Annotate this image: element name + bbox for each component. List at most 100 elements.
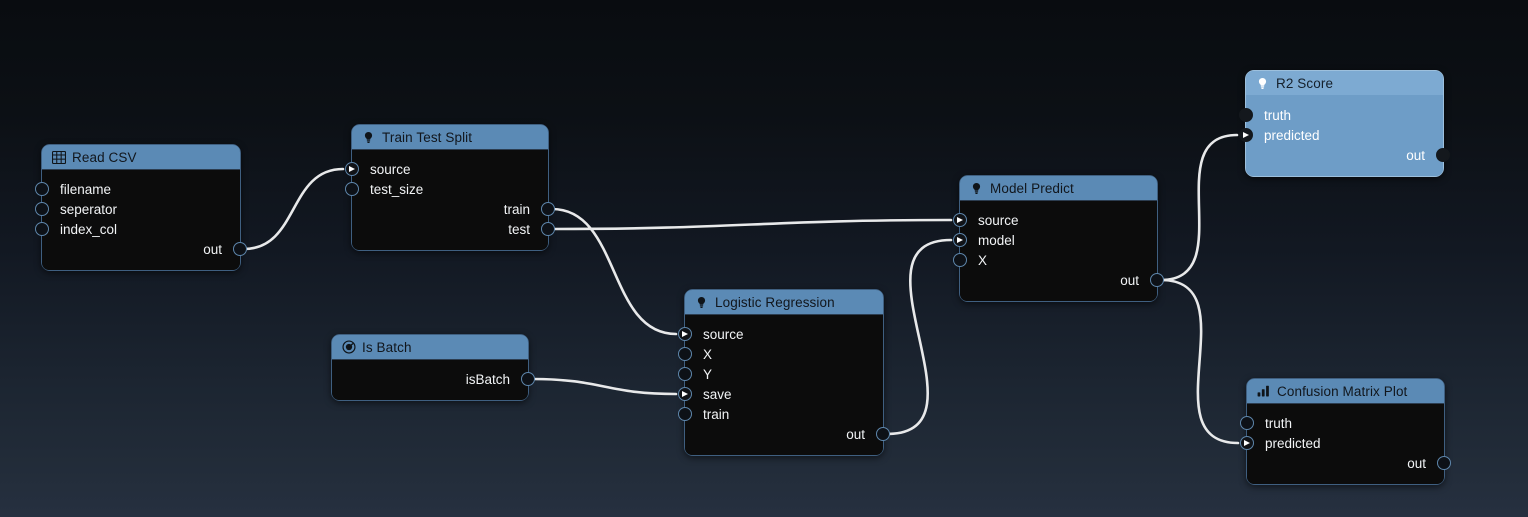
output-port-row-logistic-regression-out[interactable]: out	[685, 424, 890, 444]
output-port-is-batch-isBatch[interactable]	[521, 372, 535, 386]
output-port-read-csv-out[interactable]	[233, 242, 247, 256]
node-is-batch[interactable]: Is Batch isBatch	[331, 334, 535, 401]
input-port-label: predicted	[1264, 127, 1320, 143]
input-port-row-confusion-matrix-plot-truth[interactable]: truth	[1240, 413, 1444, 433]
input-port-row-logistic-regression-X[interactable]: X	[678, 344, 883, 364]
input-port-r2-score-truth[interactable]	[1239, 108, 1253, 122]
input-port-label: source	[978, 212, 1019, 228]
node-title-model-predict: Model Predict	[990, 180, 1074, 196]
node-title-confusion-matrix-plot: Confusion Matrix Plot	[1277, 383, 1408, 399]
input-port-label: predicted	[1265, 435, 1321, 451]
input-port-row-model-predict-model[interactable]: model	[953, 230, 1157, 250]
lightbulb-icon	[969, 181, 984, 196]
input-port-label: X	[978, 252, 988, 268]
input-port-row-model-predict-X[interactable]: X	[953, 250, 1157, 270]
edge-predict-to-confusion[interactable]	[1159, 278, 1240, 445]
output-port-r2-score-out[interactable]	[1436, 148, 1450, 162]
output-port-label: out	[203, 241, 222, 257]
input-port-logistic-regression-save[interactable]	[678, 387, 692, 401]
output-port-model-predict-out[interactable]	[1150, 273, 1164, 287]
input-port-label: model	[978, 232, 1015, 248]
node-header-logistic-regression[interactable]: Logistic Regression	[685, 290, 883, 315]
lightbulb-icon	[694, 295, 709, 310]
node-title-read-csv: Read CSV	[72, 149, 137, 165]
dial-icon	[341, 340, 356, 355]
input-port-row-read-csv-filename[interactable]: filename	[35, 179, 240, 199]
output-port-label: test	[508, 221, 530, 237]
input-port-read-csv-seperator[interactable]	[35, 202, 49, 216]
node-header-model-predict[interactable]: Model Predict	[960, 176, 1157, 201]
input-port-row-logistic-regression-save[interactable]: save	[678, 384, 883, 404]
input-port-row-read-csv-index_col[interactable]: index_col	[35, 219, 240, 239]
input-port-row-confusion-matrix-plot-predicted[interactable]: predicted	[1240, 433, 1444, 453]
input-port-r2-score-predicted[interactable]	[1239, 128, 1253, 142]
input-port-logistic-regression-train[interactable]	[678, 407, 692, 421]
node-header-r2-score[interactable]: R2 Score	[1246, 71, 1443, 96]
output-port-row-read-csv-out[interactable]: out	[42, 239, 247, 259]
edge-split-test-to-predict[interactable]	[550, 218, 953, 231]
table-grid-icon	[51, 150, 66, 165]
output-port-label: train	[503, 201, 530, 217]
input-port-read-csv-index_col[interactable]	[35, 222, 49, 236]
edge-split-train-to-logreg[interactable]	[550, 207, 678, 336]
output-port-label: out	[846, 426, 865, 442]
input-port-label: test_size	[370, 181, 424, 197]
node-body-r2-score: truth predicted out	[1239, 96, 1450, 176]
input-port-label: source	[370, 161, 411, 177]
input-port-train-test-split-source[interactable]	[345, 162, 359, 176]
input-port-logistic-regression-X[interactable]	[678, 347, 692, 361]
input-port-row-read-csv-seperator[interactable]: seperator	[35, 199, 240, 219]
node-header-read-csv[interactable]: Read CSV	[42, 145, 240, 170]
input-port-train-test-split-test_size[interactable]	[345, 182, 359, 196]
output-port-train-test-split-test[interactable]	[541, 222, 555, 236]
node-header-is-batch[interactable]: Is Batch	[332, 335, 528, 360]
input-port-row-r2-score-truth[interactable]: truth	[1239, 105, 1443, 125]
input-port-model-predict-X[interactable]	[953, 253, 967, 267]
output-port-row-model-predict-out[interactable]: out	[960, 270, 1164, 290]
input-port-model-predict-source[interactable]	[953, 213, 967, 227]
input-port-row-logistic-regression-source[interactable]: source	[678, 324, 883, 344]
input-port-row-logistic-regression-Y[interactable]: Y	[678, 364, 883, 384]
input-port-row-train-test-split-test_size[interactable]: test_size	[345, 179, 548, 199]
input-port-row-r2-score-predicted[interactable]: predicted	[1239, 125, 1443, 145]
input-port-label: index_col	[60, 221, 118, 237]
output-port-train-test-split-train[interactable]	[541, 202, 555, 216]
input-port-confusion-matrix-plot-predicted[interactable]	[1240, 436, 1254, 450]
input-port-confusion-matrix-plot-truth[interactable]	[1240, 416, 1254, 430]
node-r2-score[interactable]: R2 Score truth predicted out	[1239, 70, 1450, 177]
output-port-confusion-matrix-plot-out[interactable]	[1437, 456, 1451, 470]
output-port-label: out	[1407, 455, 1426, 471]
input-port-label: truth	[1264, 107, 1292, 123]
input-port-row-model-predict-source[interactable]: source	[953, 210, 1157, 230]
edge-predict-to-r2[interactable]	[1159, 133, 1239, 282]
output-port-label: out	[1120, 272, 1139, 288]
node-confusion-matrix-plot[interactable]: Confusion Matrix Plot truth predicted out	[1240, 378, 1451, 485]
output-port-row-train-test-split-train[interactable]: train	[352, 199, 555, 219]
input-port-label: seperator	[60, 201, 118, 217]
output-port-logistic-regression-out[interactable]	[876, 427, 890, 441]
output-port-row-confusion-matrix-plot-out[interactable]: out	[1247, 453, 1451, 473]
node-header-confusion-matrix-plot[interactable]: Confusion Matrix Plot	[1247, 379, 1444, 404]
output-port-row-is-batch-isBatch[interactable]: isBatch	[332, 369, 535, 389]
input-port-logistic-regression-Y[interactable]	[678, 367, 692, 381]
node-title-r2-score: R2 Score	[1276, 75, 1334, 91]
node-header-train-test-split[interactable]: Train Test Split	[352, 125, 548, 150]
input-port-model-predict-model[interactable]	[953, 233, 967, 247]
input-port-label: truth	[1265, 415, 1293, 431]
output-port-row-train-test-split-test[interactable]: test	[352, 219, 555, 239]
input-port-logistic-regression-source[interactable]	[678, 327, 692, 341]
input-port-label: save	[703, 386, 732, 402]
edge-logreg-to-predict-model[interactable]	[885, 238, 953, 436]
input-port-row-logistic-regression-train[interactable]: train	[678, 404, 883, 424]
input-port-row-train-test-split-source[interactable]: source	[345, 159, 548, 179]
edge-readcsv-to-split[interactable]	[242, 167, 345, 251]
edge-isbatch-to-logreg-save[interactable]	[530, 377, 678, 396]
output-port-row-r2-score-out[interactable]: out	[1246, 145, 1450, 165]
input-port-read-csv-filename[interactable]	[35, 182, 49, 196]
